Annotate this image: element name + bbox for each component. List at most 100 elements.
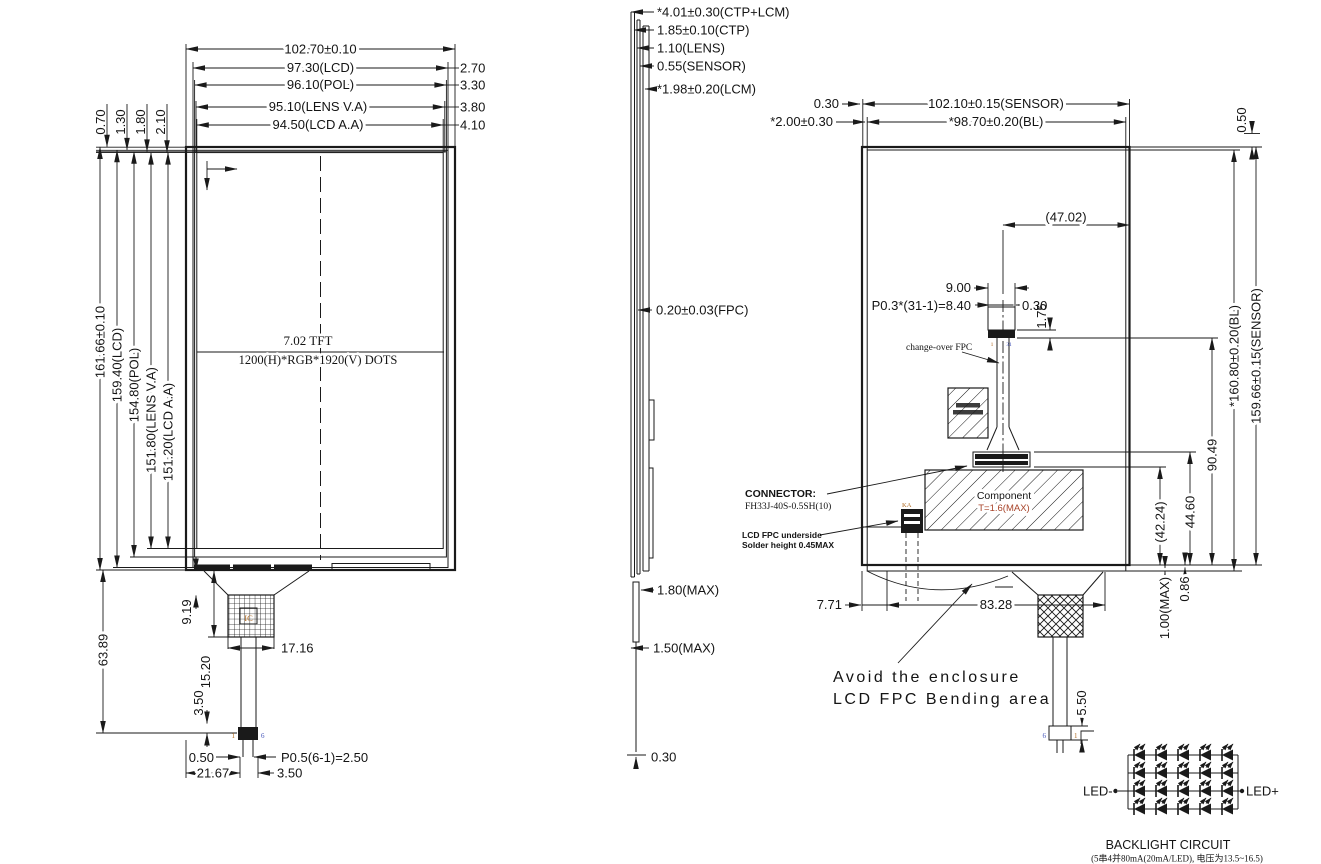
dim-ctp-height: 161.66±0.10 [93,306,108,378]
changeover-pin1: 1 [991,342,994,348]
back-top-dims [836,99,1262,160]
connector-leader [826,465,968,495]
dim-changeover-width: 9.00 [946,280,971,295]
backlight-subtitle: (5串4并80mA(20mA/LED), 电压为13.5~16.5) [1091,853,1263,864]
led-diode [1178,762,1189,779]
front-top-left-offsets [96,104,197,154]
led-diode [1200,744,1211,761]
tail-pin1: 1 [1074,732,1078,740]
led-grid-wires [1113,754,1245,810]
led-diode [1156,798,1167,815]
led-diode [1222,780,1233,797]
dim-pol-width: 96.10(POL) [287,77,354,92]
back-bottom-dims [845,571,1106,611]
lcd-fpc-connector [862,509,923,601]
dim-stack-lcm: *1.98±0.20(LCM) [657,82,756,97]
led-diode [1178,744,1189,761]
back-view: 0.30 *2.00±0.30 102.10±0.15(SENSOR) *98.… [742,93,1267,753]
led-plus-terminal [1239,788,1245,794]
driver-ic-label: IC [244,613,253,623]
dim-bl-width: *98.70±0.20(BL) [949,114,1044,129]
led-diode [1156,762,1167,779]
front-outline-ctp [184,145,457,572]
side-component-bump1 [648,399,655,441]
dim-changeover-pitch: P0.3*(31-1)=8.40 [872,298,971,313]
dim-stack-sensor: 0.55(SENSOR) [657,59,746,74]
dim-fpc-center: (47.02) [1045,210,1086,225]
led-diode [1134,780,1145,797]
dim-ctp-width: 102.70±0.10 [284,42,356,57]
front-bottom-pads [194,563,431,571]
dim-bend-space: 1.80(MAX) [657,583,719,598]
ka-label: KA [902,502,912,509]
dim-bl-offset: *2.00±0.30 [770,114,833,129]
backlight-circuit: LED- LED+ BACKLIGHT CIRCUIT (5串4并80mA(20… [1080,730,1279,864]
offset-top-1: 0.70 [93,109,108,134]
offset-aa-right: 4.10 [460,118,485,133]
offset-top-2: 1.30 [113,109,128,134]
component-label: Component [977,490,1031,502]
front-view: 102.70±0.10 97.30(LCD) 96.10(POL) 95.10(… [90,39,486,784]
side-view: *4.01±0.30(CTP+LCM) 1.85±0.10(CTP) 1.10(… [627,5,790,769]
changeover-fpc-label: change-over FPC [906,343,972,353]
led-minus-label: LED- [1083,784,1113,799]
dim-aa-height: 151.20(LCD A.A) [161,383,176,481]
led-diode [1178,780,1189,797]
component-box [924,469,1084,531]
dim-fpc-offset-left: 21.67 [197,766,230,781]
led-plus-label: LED+ [1246,784,1279,799]
dim-fpc-ic-top: 9.19 [179,599,194,624]
dim-4224: (42.24) [1153,501,1168,542]
dim-fpc-ic-width: 17.16 [281,641,314,656]
led-diode [1134,798,1145,815]
dim-9049: 90.49 [1205,439,1220,472]
dim-stack-lens: 1.10(LENS) [657,41,725,56]
dim-lens-va-width: 95.10(LENS V.A) [269,99,368,114]
fpc-connector-end [238,727,258,740]
led-diode [1134,744,1145,761]
side-leaders [627,9,657,769]
warning-line2: LCD FPC Bending area [833,691,1051,708]
dim-sensor-width: 102.10±0.15(SENSOR) [928,96,1064,111]
led-minus-terminal [1113,788,1118,794]
back-outline-sensor [860,145,1131,567]
fpc-pin1-label: 1 [232,732,236,740]
fpc-note-line2: Solder height 0.45MAX [742,540,834,550]
connector-title: CONNECTOR: [745,488,816,500]
front-right-offsets [443,67,459,126]
dim-edge-offset: 0.30 [814,96,839,111]
panel-size-label: 7.02 TFT [284,333,333,348]
dim-component-height: 1.50(MAX) [653,641,715,656]
front-fpc-dims [96,557,276,778]
led-diode [1156,780,1167,797]
origin-arrow-icon [204,161,238,191]
dim-stack-ctp: 1.85±0.10(CTP) [657,23,749,38]
offset-top-3: 1.80 [133,109,148,134]
dim-fpc-tail-gap: 3.50 [191,690,206,715]
offset-lcd-right: 2.70 [460,61,485,76]
offset-lens-right: 3.80 [460,100,485,115]
component-thickness: T=1.6(MAX) [978,503,1029,514]
front-fpc [203,570,310,757]
dim-8328: 83.28 [980,597,1013,612]
front-left-extensions [96,548,197,571]
led-diode [1134,762,1145,779]
panel-resolution-label: 1200(H)*RGB*1920(V) DOTS [239,353,398,367]
dim-aa-width: 94.50(LCD A.A) [272,117,363,132]
led-diode [1222,762,1233,779]
offset-top-4: 2.10 [153,109,168,134]
led-diode [1200,762,1211,779]
fpc-pin6-label: 6 [261,732,265,740]
front-outline-lcd [192,149,449,569]
led-diode [1222,798,1233,815]
dim-pol-height: 154.80(POL) [127,348,142,422]
offset-pol-right: 3.30 [460,78,485,93]
led-diode [1200,780,1211,797]
connector-part: FH33J-40S-0.5SH(10) [745,501,831,512]
dim-stack-total: *4.01±0.30(CTP+LCM) [657,5,790,20]
dim-100max: 1.00(MAX) [1157,577,1172,639]
frame-corner-mark [1080,730,1094,744]
led-diode [1156,744,1167,761]
